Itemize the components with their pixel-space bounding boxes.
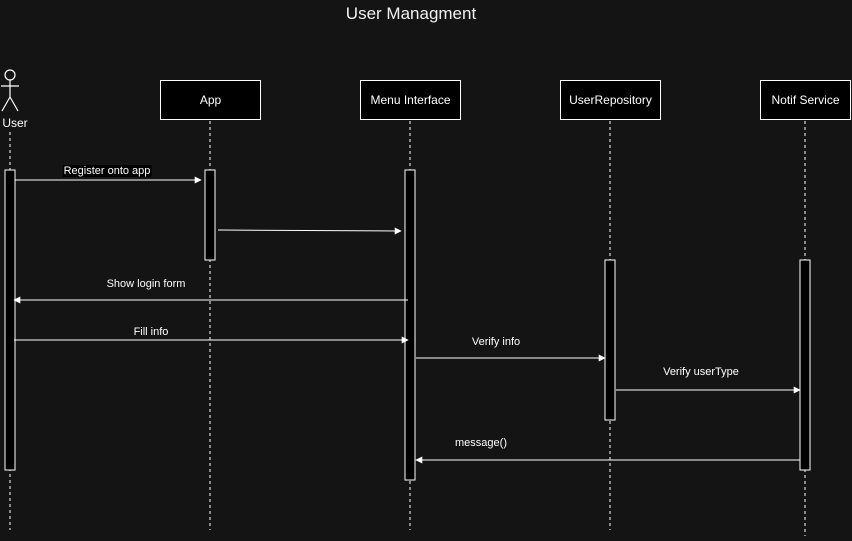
activation-notif-service (799, 259, 811, 471)
participant-app: App (160, 80, 261, 120)
activation-app (204, 169, 216, 261)
participant-notif-service: Notif Service (760, 80, 851, 120)
message-label-fill-info: Fill info (133, 326, 169, 338)
stick-figure-icon (1, 69, 19, 112)
actor-label-user: User (2, 116, 28, 130)
activation-user (4, 169, 16, 471)
activation-menu-interface (404, 169, 416, 481)
message-label-verify-usertype: Verify userType (663, 366, 739, 378)
message-label-message: message() (455, 437, 507, 449)
message-label-register: Register onto app (62, 165, 152, 177)
message-label-verify-info: Verify info (471, 336, 521, 348)
participant-menu-interface: Menu Interface (360, 80, 461, 120)
activation-user-repository (604, 259, 616, 421)
participant-user-repository: UserRepository (560, 80, 661, 120)
message-arrow-app-to-menu (217, 227, 402, 235)
message-label-show-login: Show login form (106, 278, 186, 290)
diagram-title: User Managment (345, 4, 477, 23)
